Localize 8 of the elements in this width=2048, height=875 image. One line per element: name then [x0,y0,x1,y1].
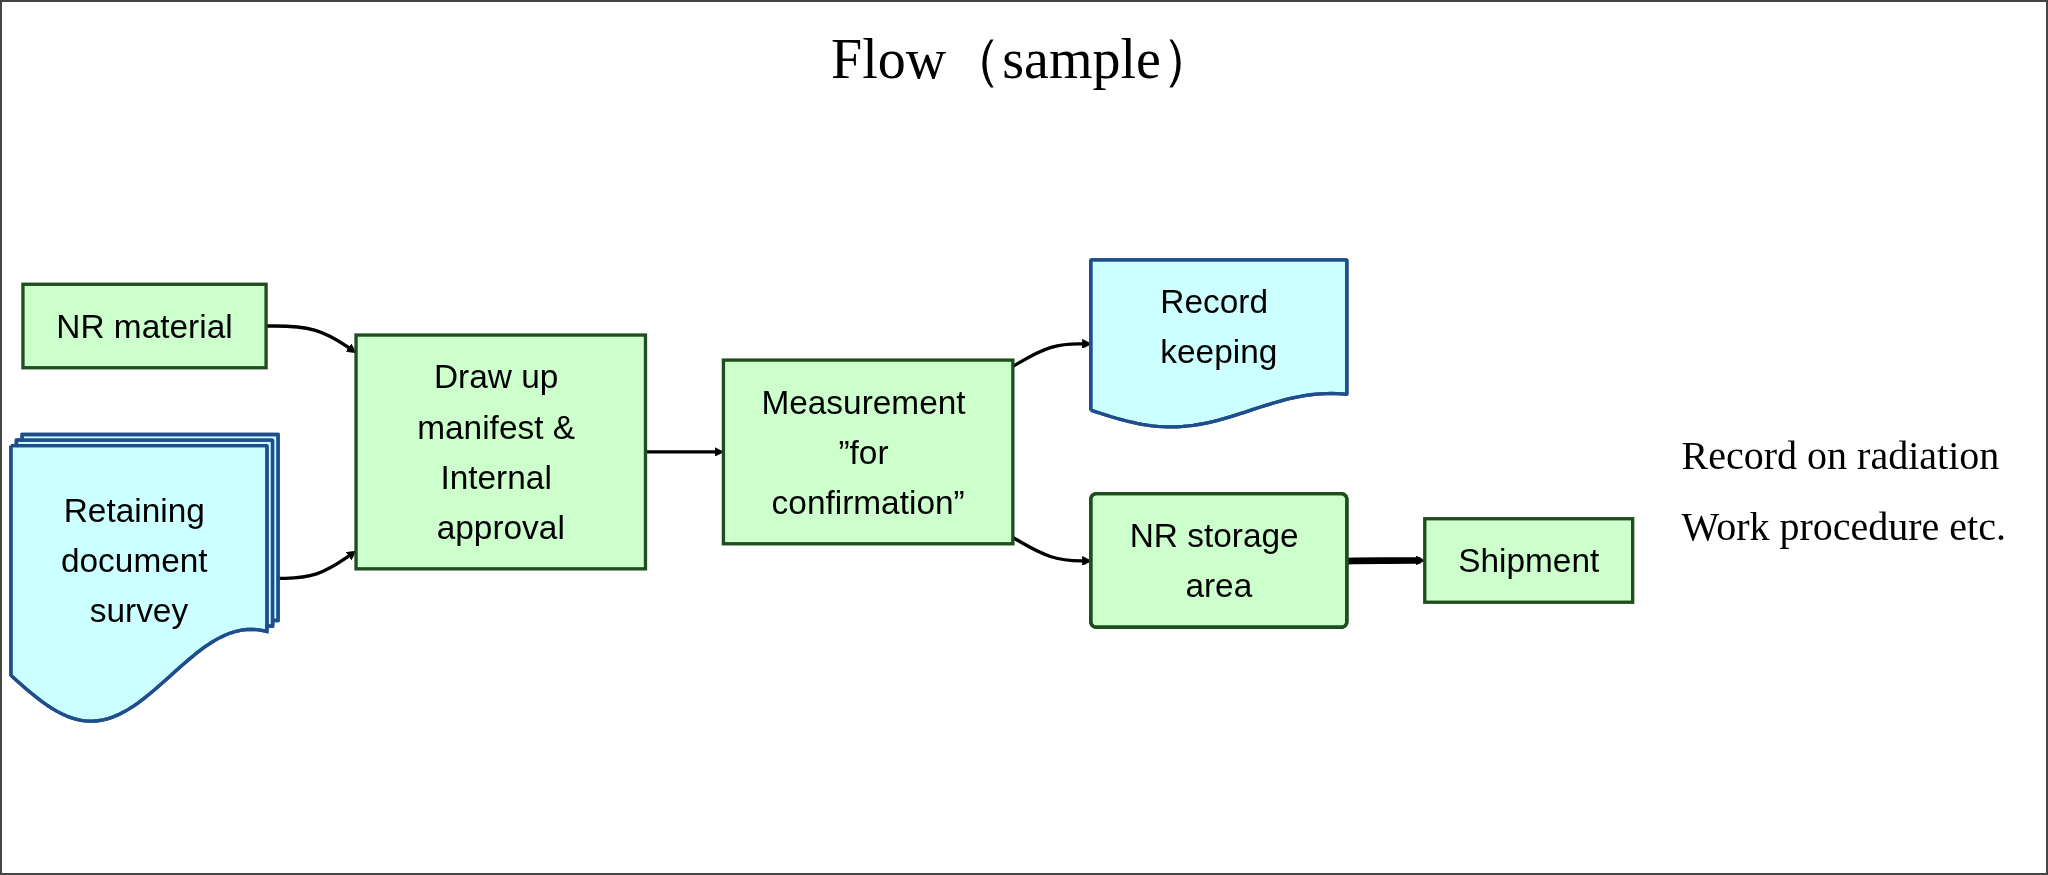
note-text: Record on radiation [1681,431,2001,479]
node-box: NR material [21,282,268,370]
node-box: Measurement ”for confirmation” [721,358,1015,546]
note-text: Work procedure etc. [1681,502,2006,550]
node-box: Shipment [1423,517,1635,604]
diagram-title: Flow（sample） [831,27,1217,92]
arrow [1347,555,1426,566]
node-box: Draw up manifest & Internal approval [354,333,648,571]
